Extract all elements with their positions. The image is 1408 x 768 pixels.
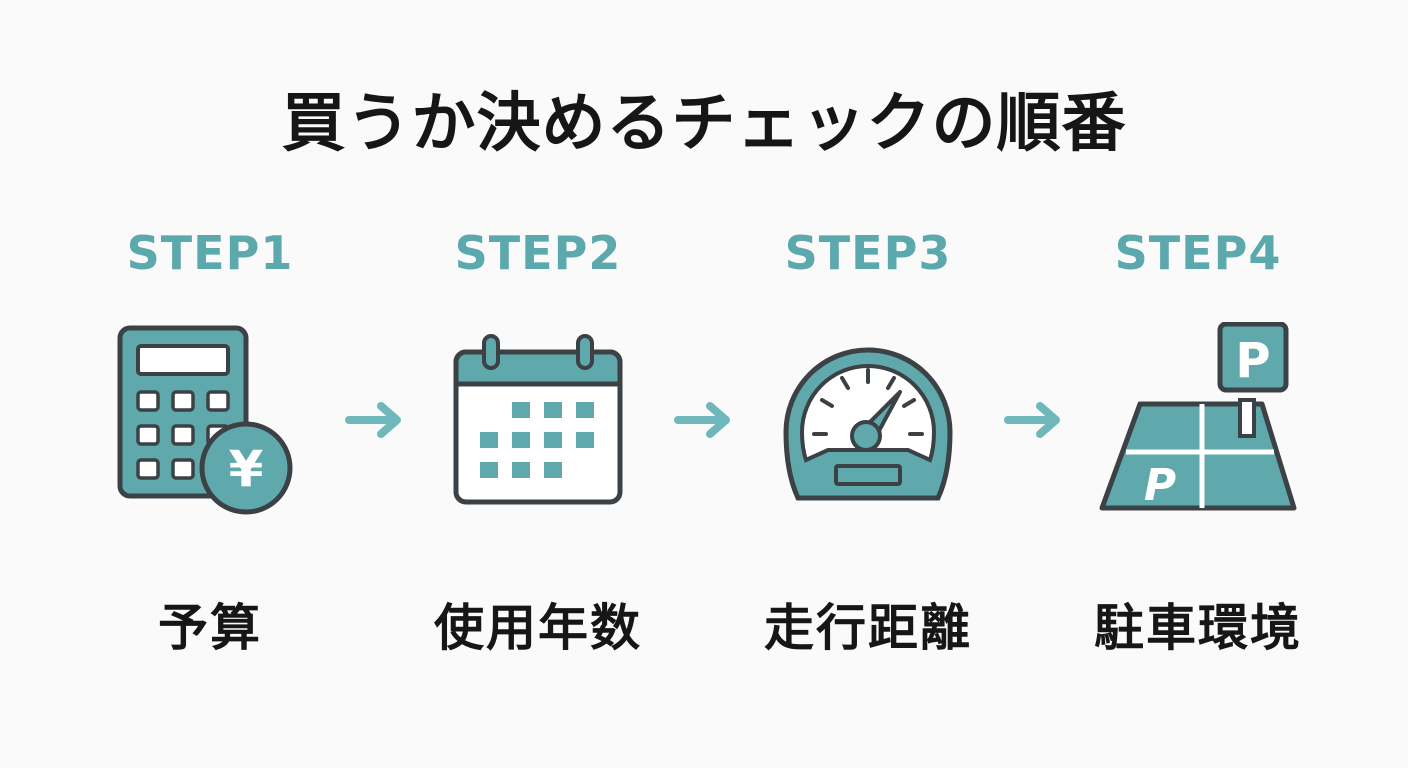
step-2-text: 使用年数 bbox=[434, 599, 642, 657]
step-4-text: 駐車環境 bbox=[1094, 599, 1302, 657]
parking-lot-icon: P P bbox=[1099, 322, 1297, 511]
step-2-label: STEP2 bbox=[454, 226, 622, 280]
step-1-text: 予算 bbox=[158, 599, 262, 657]
step-2: STEP2 使用年数 bbox=[408, 226, 668, 666]
arrow-right-icon bbox=[674, 402, 730, 438]
speedometer-icon bbox=[783, 347, 953, 501]
step-1-label: STEP1 bbox=[126, 226, 294, 280]
step-3-text: 走行距離 bbox=[764, 599, 972, 657]
step-1: STEP1 ¥ 予算 bbox=[80, 226, 340, 666]
yen-glyph: ¥ bbox=[229, 440, 264, 498]
page-title: 買うか決めるチェックの順番 bbox=[281, 87, 1127, 161]
step-4-label: STEP4 bbox=[1114, 226, 1282, 280]
calendar-icon bbox=[453, 334, 623, 505]
parking-sign-glyph: P bbox=[1235, 333, 1270, 389]
arrow-right-icon bbox=[1004, 402, 1060, 438]
arrow-right-icon bbox=[345, 402, 401, 438]
step-4: STEP4 P P 駐車環境 bbox=[1068, 226, 1328, 666]
parking-space-glyph: P bbox=[1144, 460, 1176, 511]
step-3-label: STEP3 bbox=[784, 226, 952, 280]
step-3: STEP3 走行距離 bbox=[738, 226, 998, 666]
calculator-yen-icon: ¥ bbox=[117, 325, 293, 515]
